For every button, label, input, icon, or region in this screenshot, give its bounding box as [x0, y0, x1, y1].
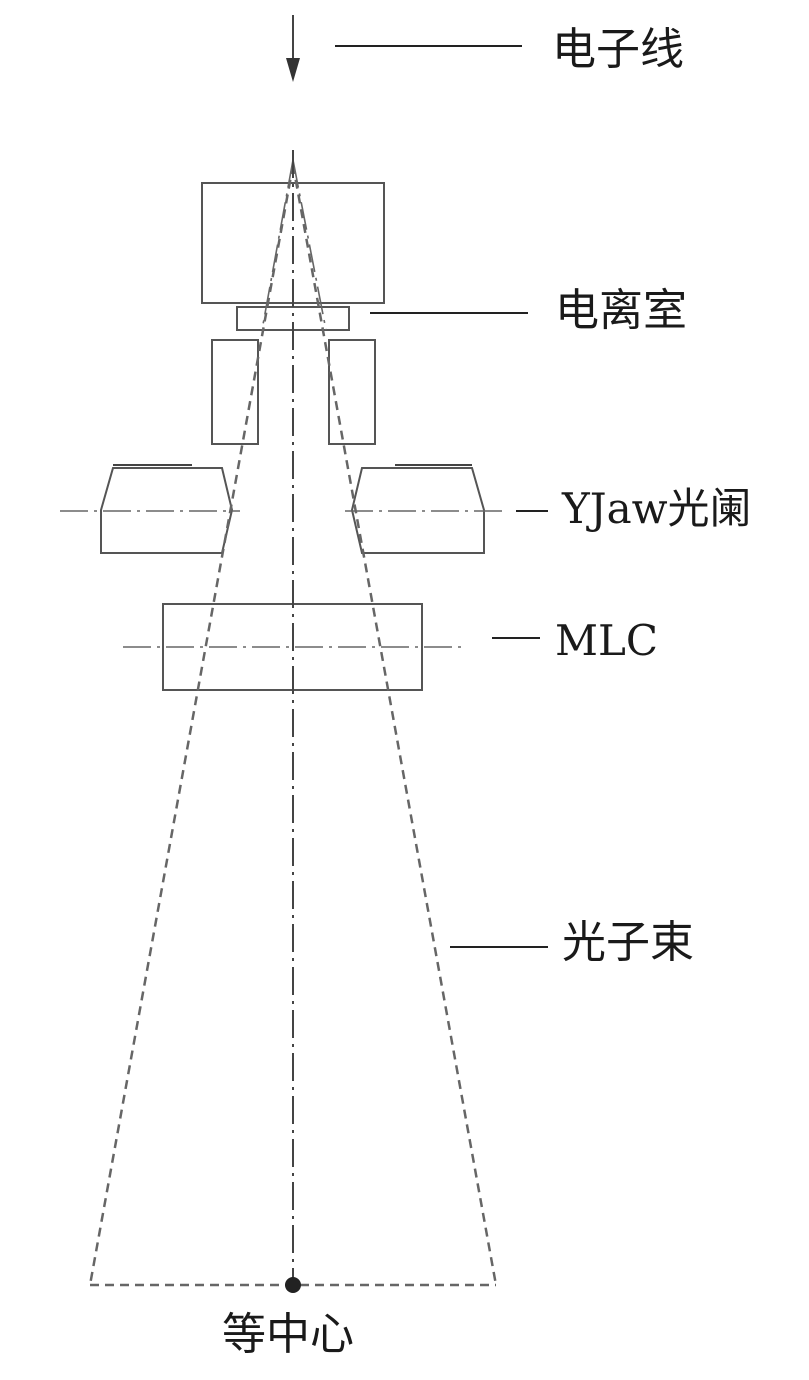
isocenter-point [285, 1277, 301, 1293]
label-ion-chamber: 电离室 [555, 285, 687, 336]
label-photon-beam: 光子束 [562, 917, 694, 968]
yjaw-right [350, 464, 485, 554]
yjaw-left [100, 464, 234, 554]
primary-collimator-left [211, 339, 259, 445]
label-yjaw: YJaw光阑 [562, 484, 752, 533]
primary-collimator-right [328, 339, 376, 445]
label-isocenter: 等中心 [222, 1309, 354, 1360]
label-electron-line: 电子线 [552, 24, 684, 75]
electron-arrow [286, 15, 300, 82]
label-mlc: MLC [555, 616, 659, 665]
